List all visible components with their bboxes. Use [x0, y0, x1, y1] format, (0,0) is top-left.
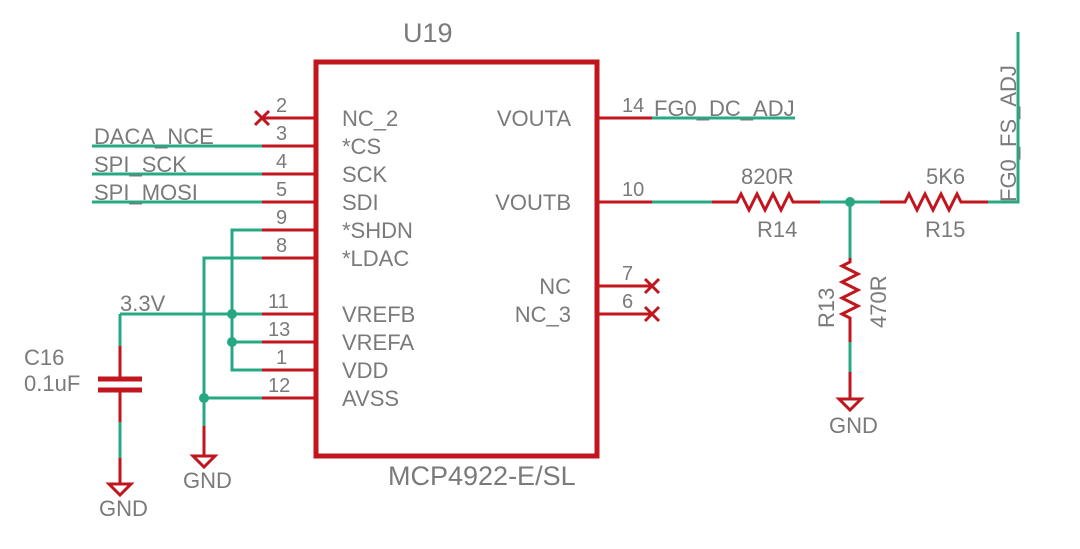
net-label-supply: 3.3V [120, 291, 166, 316]
r13-ref: R13 [814, 288, 839, 328]
r15-value: 5K6 [926, 164, 965, 189]
pin-name-sdi: SDI [342, 190, 379, 215]
pin-num-14: 14 [622, 95, 644, 117]
pin-num-12: 12 [268, 375, 290, 397]
pin-name-sck: SCK [342, 162, 388, 187]
r14-ref: R14 [757, 217, 797, 242]
resistor-r14 [712, 190, 820, 214]
pin-name-vrefb: VREFB [342, 302, 415, 327]
pin-name-vrefa: VREFA [342, 330, 414, 355]
no-connect-marker-pin7 [643, 277, 661, 295]
pin-num-9: 9 [276, 207, 287, 229]
gnd-label-chip: GND [183, 468, 232, 493]
pin-num-10: 10 [622, 179, 644, 201]
pin-num-4: 4 [276, 151, 287, 173]
net-wire-gnd-chip [202, 256, 262, 426]
resistor-r15 [880, 190, 988, 214]
junction-vrefa [227, 337, 237, 347]
chip-part: MCP4922-E/SL [388, 461, 576, 491]
resistor-r13 [838, 258, 862, 342]
net-label-fg0-fs-adj: FG0_FS_ADJ [996, 65, 1021, 202]
c16-ref: C16 [24, 345, 64, 370]
pin-num-2: 2 [276, 95, 287, 117]
pin-name-cs: *CS [342, 134, 381, 159]
net-label-spi-sck: SPI_SCK [94, 152, 187, 177]
chip-ref: U19 [403, 18, 453, 48]
pin-num-6: 6 [622, 291, 633, 313]
gnd-label-r13: GND [829, 413, 878, 438]
r14-value: 820R [741, 164, 794, 189]
pin-name-nc3: NC_3 [515, 302, 571, 327]
pin-name-avss: AVSS [342, 386, 399, 411]
r15-ref: R15 [925, 217, 965, 242]
net-label-spi-mosi: SPI_MOSI [94, 180, 198, 205]
pin-name-nc2: NC_2 [342, 106, 398, 131]
pin-name-shdn: *SHDN [342, 218, 413, 243]
pin-num-11: 11 [268, 291, 289, 313]
pin-num-1: 1 [276, 347, 287, 369]
pin-num-13: 13 [268, 319, 290, 341]
pin-name-vdd: VDD [342, 358, 388, 383]
pin-name-ldac: *LDAC [342, 246, 409, 271]
gnd-symbol-cap [105, 458, 135, 498]
r13-value: 470R [866, 275, 891, 328]
no-connect-marker-pin6 [643, 305, 661, 323]
pin-num-3: 3 [276, 123, 287, 145]
pin-name-vouta: VOUTA [497, 106, 571, 131]
pin-num-8: 8 [276, 235, 287, 257]
c16-value: 0.1uF [24, 371, 80, 396]
pin-name-voutb: VOUTB [495, 190, 571, 215]
net-label-daca-nce: DACA_NCE [94, 124, 214, 149]
pin-num-7: 7 [622, 263, 633, 285]
net-wire-supply [118, 228, 262, 376]
capacitor-c16 [98, 346, 142, 422]
no-connect-marker-pin2 [253, 109, 271, 127]
pin-name-nc: NC [539, 274, 571, 299]
right-pin-stubs [597, 116, 652, 316]
gnd-symbol-r13 [835, 372, 865, 413]
net-wire-fg0-fs-adj [988, 32, 1020, 204]
junction-vrefb [227, 309, 237, 319]
pin-num-5: 5 [276, 179, 287, 201]
junction-avss [199, 393, 209, 403]
gnd-label-cap: GND [99, 496, 148, 521]
gnd-symbol-chip [189, 426, 219, 470]
left-pin-stubs [262, 116, 316, 400]
net-label-fg0-dc-adj: FG0_DC_ADJ [654, 96, 795, 121]
